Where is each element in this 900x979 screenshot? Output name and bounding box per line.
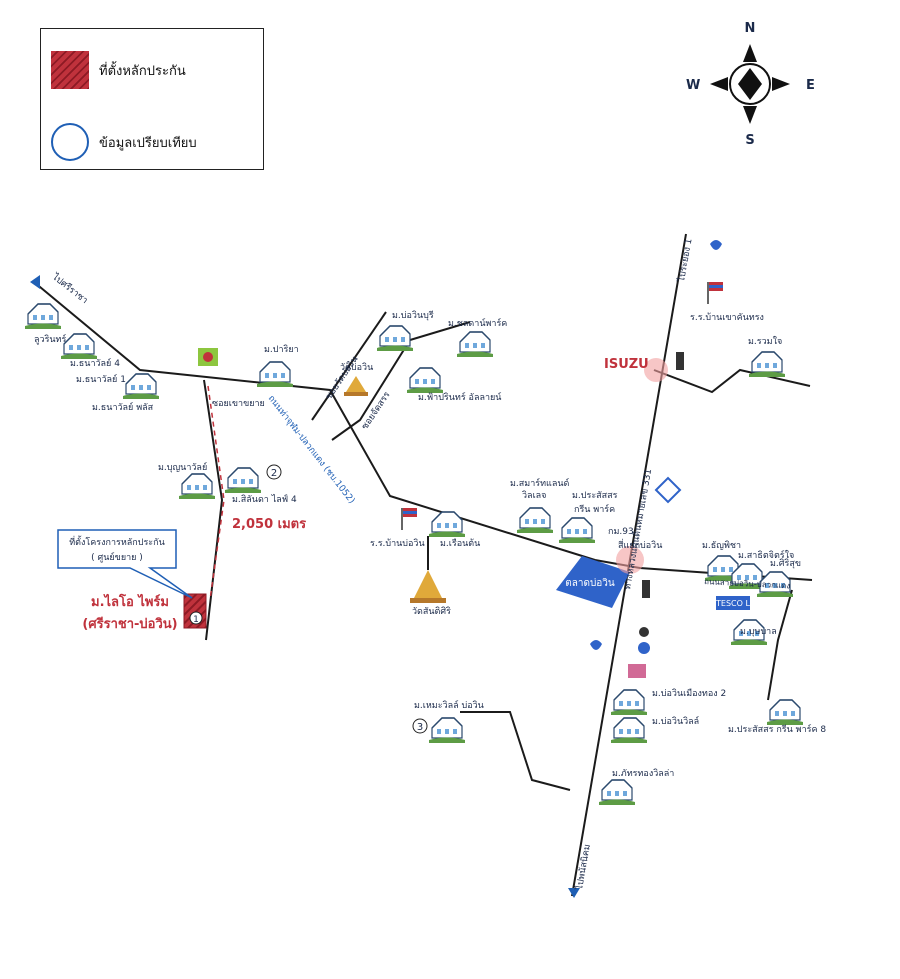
marker-2: 2 bbox=[271, 468, 277, 479]
project-callout bbox=[57, 529, 193, 599]
gas-drop-icon bbox=[590, 640, 602, 650]
label-prasat8: ม.ประสัสสร กรีน พาร์ค 8 bbox=[728, 723, 826, 735]
legend-row-comparison: ข้อมูลเปรียบเทียบ bbox=[41, 123, 263, 161]
village-nattawat-icon bbox=[598, 779, 636, 806]
road-label-rayong: ไประยอง 1 bbox=[676, 238, 695, 284]
poi-blue-icon bbox=[638, 642, 650, 654]
temple-bowin-icon bbox=[344, 376, 368, 396]
marker-1: 1 bbox=[193, 615, 199, 625]
marker-3: 3 bbox=[417, 722, 423, 733]
village-hema-icon bbox=[428, 717, 466, 744]
label-busaba: ม.บุษบาล bbox=[740, 627, 777, 637]
km93-label: กม.93 bbox=[608, 527, 634, 537]
label-wat-bowin: วัดบ่อวิน bbox=[340, 362, 373, 373]
village-bowin-buri-icon bbox=[376, 325, 414, 352]
label-ruean-ton: ม.เรือนต้น bbox=[440, 538, 480, 549]
label-thanawat-plus: ม.ธนาวัลย์ พลัส bbox=[92, 401, 154, 413]
village-thanawat-plus-icon bbox=[122, 373, 160, 400]
village-silanda-icon bbox=[224, 467, 262, 494]
poi-black-icon bbox=[639, 627, 649, 637]
tesco-logo-icon bbox=[716, 596, 750, 610]
junction-circle bbox=[616, 546, 644, 574]
callout-line1: ที่ตั้งโครงการหลักประกัน bbox=[69, 535, 164, 548]
label-tesco: TESCO Lotus bbox=[715, 599, 767, 608]
project-subtitle: (ศรีราชา-บ่อวิน) bbox=[82, 616, 177, 632]
road-network bbox=[33, 233, 813, 897]
label-smart-land: ม.สมาร์ทแลนด์ bbox=[510, 477, 570, 489]
map-legend: ที่ตั้งหลักประกัน ข้อมูลเปรียบเทียบ bbox=[40, 28, 264, 170]
poi-pink-icon bbox=[628, 664, 646, 678]
label-siri: ม.ศิริสุข bbox=[770, 558, 801, 569]
label-prasat: ม.ประสัสสร bbox=[572, 491, 618, 501]
label-tanyatip: ม.ธัญพิชา bbox=[702, 540, 741, 551]
village-pariya-icon bbox=[256, 361, 294, 388]
village-bowin-muang-thong-icon bbox=[610, 689, 648, 716]
traffic-light-junction-icon bbox=[642, 580, 650, 598]
label-wat-santi: วัดสันติศิริ bbox=[412, 606, 451, 617]
temple-santi-icon bbox=[410, 570, 446, 603]
village-prasat-icon bbox=[558, 517, 596, 544]
village-chonlada-icon bbox=[456, 331, 494, 358]
label-bowin-muang-thong: ม.บ่อวินเมืองทอง 2 bbox=[652, 688, 726, 699]
label-school-north: ร.ร.บ้านเขาคันทรง bbox=[690, 312, 764, 323]
project-name: ม.ไลโอ ไพร์ม bbox=[91, 593, 169, 610]
road-label-1052: ถนนท่าจุฬม-ปลวกแดง (ชบ.1052) bbox=[266, 393, 358, 506]
label-thanawat4: ม.ธนาวัลย์ 4 bbox=[70, 357, 120, 369]
label-smart-land-2: วิลเลจ bbox=[522, 490, 546, 501]
village-bunyawat-icon bbox=[178, 473, 216, 500]
label-bowin-buri: ม.บ่อวินบุรี bbox=[392, 310, 434, 321]
compass-rose-icon bbox=[710, 44, 790, 124]
village-fah-parin-icon bbox=[406, 367, 444, 394]
label-hema: ม.เหมะวิลล์ บ่อวิน bbox=[414, 699, 484, 711]
collateral-swatch-icon bbox=[51, 51, 89, 89]
label-lopburi: ลูวรินทร์ bbox=[34, 333, 66, 345]
market-label: ตลาดบ่อวิน bbox=[565, 578, 615, 589]
label-bunyawat: ม.บุญนาวัลย์ bbox=[158, 461, 207, 473]
callout-line2: ( ศูนย์ขยาย ) bbox=[91, 551, 143, 563]
market-area bbox=[556, 556, 630, 608]
school-flag-bowin-icon bbox=[401, 508, 417, 530]
bank-diamond-icon bbox=[654, 476, 682, 504]
comparison-circle-icon bbox=[51, 123, 89, 161]
compass-e: E bbox=[806, 78, 815, 93]
label-rawin: ม.รวมใจ bbox=[748, 336, 782, 347]
compass-s: S bbox=[745, 133, 754, 148]
village-rawin-icon bbox=[748, 351, 786, 378]
legend-comparison-label: ข้อมูลเปรียบเทียบ bbox=[99, 135, 197, 151]
compass-w: W bbox=[686, 78, 700, 93]
distance-route bbox=[207, 385, 225, 601]
road-arrow-sriracha-icon bbox=[30, 275, 40, 289]
isuzu-junction-circle bbox=[644, 358, 668, 382]
road-arrow-south-icon bbox=[568, 888, 580, 898]
label-nattawat: ม.ภัทรทองวิลล่า bbox=[612, 768, 674, 779]
label-isuzu: ISUZU bbox=[604, 357, 649, 372]
distance-label: 2,050 เมตร bbox=[232, 517, 306, 532]
school-flag-north-icon bbox=[707, 282, 723, 304]
label-pariya: ม.ปาริยา bbox=[264, 344, 299, 355]
label-prasat-2: กรีน พาร์ค bbox=[574, 503, 615, 515]
village-lopburi-icon bbox=[24, 303, 62, 330]
label-sathit: ม.สาธิตจิตร์ใจ bbox=[738, 549, 794, 561]
junction-label: สี่แยกบ่อวิน bbox=[618, 538, 662, 551]
legend-collateral-label: ที่ตั้งหลักประกัน bbox=[99, 63, 186, 79]
label-bowin-ville: ม.บ่อวินวิลล์ bbox=[652, 715, 699, 727]
village-thanawat4-icon bbox=[60, 333, 98, 360]
traffic-light-isuzu-icon bbox=[676, 352, 684, 370]
label-silanda: ม.สิลันดา ไลฟ์ 4 bbox=[232, 493, 297, 505]
label-chonlada: ม.ชลดาน์พาร์ค bbox=[448, 317, 507, 329]
village-prasat8-icon bbox=[766, 699, 804, 726]
label-school-bowin: ร.ร.บ้านบ่อวิน bbox=[370, 538, 425, 549]
road-label-khao-kho: ซอยเขาขยาย bbox=[212, 399, 265, 409]
village-smart-land-icon bbox=[516, 507, 554, 534]
village-ruean-ton-icon bbox=[428, 511, 466, 538]
village-bowin-ville-icon bbox=[610, 717, 648, 744]
ptt-drop-icon bbox=[710, 240, 722, 250]
legend-row-collateral: ที่ตั้งหลักประกัน bbox=[41, 51, 263, 89]
label-thanawat1: ม.ธนาวัลย์ 1 bbox=[76, 373, 126, 385]
poi-green-dot-icon bbox=[203, 352, 213, 362]
compass-n: N bbox=[745, 21, 756, 36]
label-fah-parin: ม.ฟ้าปรินทร์ อัลลายน์ bbox=[418, 391, 502, 403]
